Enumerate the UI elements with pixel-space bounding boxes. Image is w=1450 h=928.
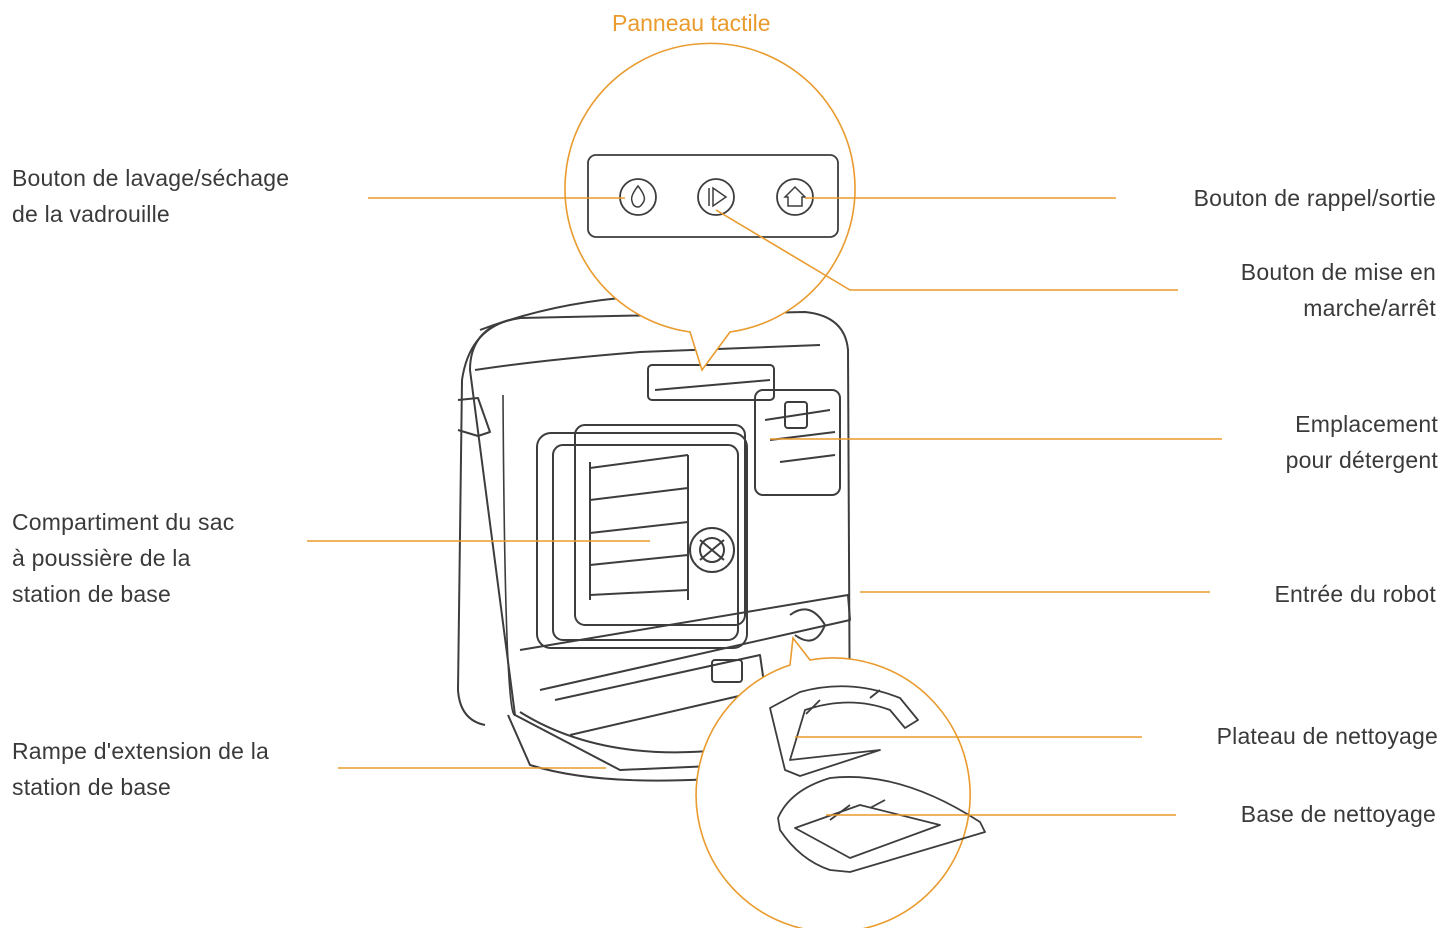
- diagram-title: Panneau tactile: [612, 10, 771, 36]
- label-mop-wash-dry: Bouton de lavage/séchage de la vadrouill…: [12, 165, 290, 227]
- label-detergent: Emplacement pour détergent: [1285, 411, 1438, 473]
- label-dust-bag: Compartiment du sac à poussière de la st…: [12, 509, 235, 607]
- water-drop-icon: [619, 178, 657, 216]
- label-robot-entry: Entrée du robot: [1274, 581, 1436, 607]
- leader-lines: [307, 197, 1222, 816]
- touch-panel-callout: [564, 42, 856, 372]
- power-play-icon: [697, 178, 735, 216]
- home-icon: [776, 178, 814, 216]
- label-recall: Bouton de rappel/sortie: [1193, 185, 1436, 211]
- label-cleaning-base: Base de nettoyage: [1240, 801, 1436, 827]
- label-cleaning-tray: Plateau de nettoyage: [1216, 723, 1438, 749]
- cleaning-tray-callout: [695, 635, 986, 928]
- label-power: Bouton de mise en marche/arrêt: [1240, 259, 1436, 321]
- base-station-drawing: [457, 295, 853, 782]
- label-ramp: Rampe d'extension de la station de base: [12, 738, 270, 800]
